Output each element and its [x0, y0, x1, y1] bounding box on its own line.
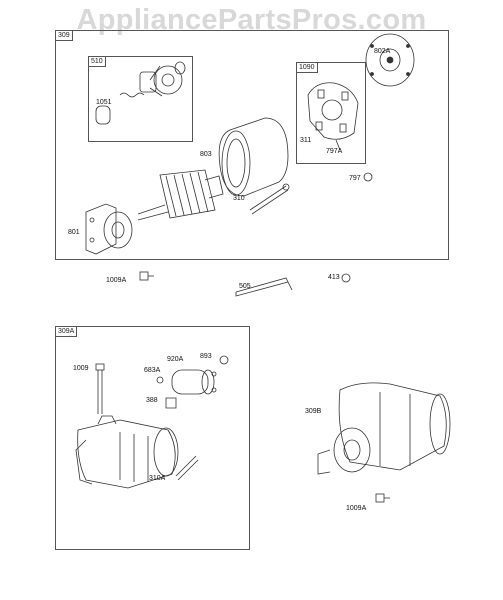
label-802A: 802A	[374, 48, 391, 55]
label-803: 803	[200, 151, 212, 158]
label-1009: 1009	[73, 365, 89, 372]
nut-797	[363, 172, 373, 182]
label-309B: 309B	[305, 408, 322, 415]
solenoid-920A	[171, 369, 217, 395]
label-797: 797	[349, 175, 361, 182]
label-797A: 797A	[326, 148, 343, 155]
armature	[137, 169, 224, 221]
section-309-frame	[55, 30, 449, 260]
label-1051: 1051	[96, 99, 112, 106]
screw-1009A-top	[139, 271, 149, 281]
end-cap-802A	[365, 33, 415, 87]
bracket-505	[235, 277, 293, 297]
section-309A-tag: 309A	[56, 327, 78, 337]
label-413: 413	[328, 274, 340, 281]
end-frame-801	[85, 203, 133, 255]
brush-holder-1090	[307, 82, 359, 151]
label-311: 311	[300, 137, 312, 144]
label-310: 310	[233, 195, 245, 202]
screw-1009A-bottom	[375, 493, 385, 503]
label-1009A-top: 1009A	[106, 277, 127, 284]
label-388: 388	[146, 397, 158, 404]
label-1009A-bottom: 1009A	[346, 505, 367, 512]
label-920A: 920A	[167, 356, 184, 363]
label-893: 893	[200, 353, 212, 360]
drive-assembly-510	[95, 61, 186, 125]
label-310A: 310A	[149, 475, 166, 482]
bolt-310A	[175, 455, 199, 481]
bolt-1009	[97, 370, 103, 414]
bolt-310	[249, 185, 289, 215]
section-1090-tag: 1090	[297, 63, 318, 73]
section-510-frame	[88, 56, 193, 142]
nut-893	[219, 355, 229, 365]
label-505: 505	[239, 283, 251, 290]
section-309A-frame	[55, 326, 250, 550]
starter-motor-309B	[317, 382, 451, 475]
section-1090-frame	[296, 62, 366, 164]
section-510-tag: 510	[89, 57, 106, 67]
housing-803	[218, 117, 289, 197]
starter-motor-309A	[75, 415, 179, 489]
plate-388	[165, 397, 177, 409]
label-801: 801	[68, 229, 80, 236]
nut-413	[341, 273, 351, 283]
washer-683A	[156, 376, 164, 384]
section-309-tag: 309	[56, 31, 73, 41]
label-683A: 683A	[144, 367, 161, 374]
